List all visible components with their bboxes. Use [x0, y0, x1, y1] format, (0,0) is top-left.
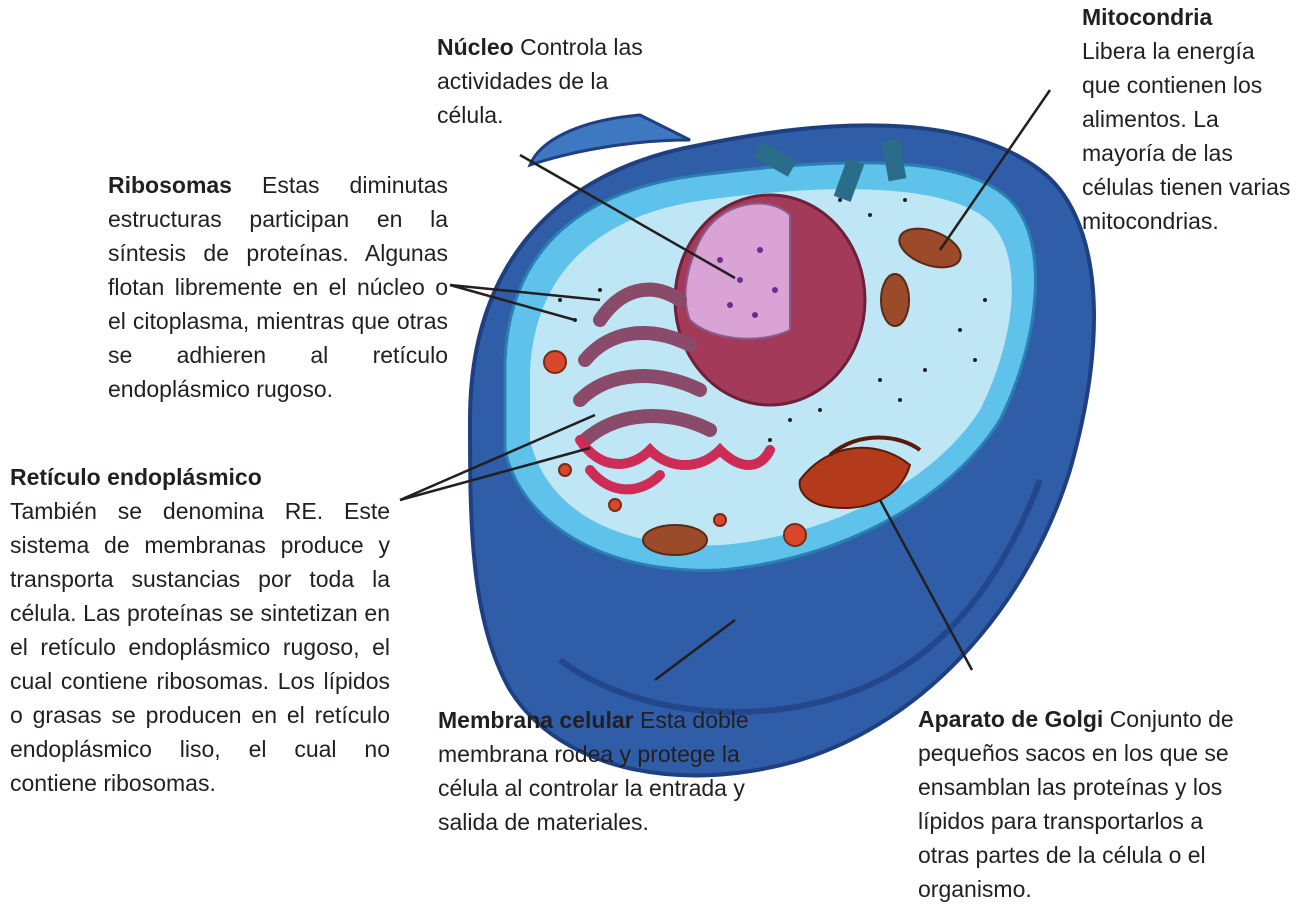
membrana-leader [654, 619, 736, 681]
membrana-text: Esta doble membrana rodea y protege la c… [438, 707, 749, 835]
ribosomas-term: Ribosomas [108, 172, 232, 198]
centrioles [753, 138, 907, 202]
reticulo-leader-1 [399, 413, 596, 502]
mitocondria-term: Mitocondria [1082, 4, 1213, 30]
mitochondria [642, 227, 962, 556]
vesicles [543, 350, 807, 547]
nucleus-cut-face [684, 202, 791, 340]
nucleo-term: Núcleo [437, 34, 514, 60]
reticulo-term: Retículo endoplásmico [10, 464, 262, 490]
nucleo-leader [519, 153, 736, 280]
membrane-extension [527, 113, 691, 168]
leader-lines [399, 89, 1052, 681]
reticulo-leader-2 [399, 446, 591, 502]
ribosomas-leader-1 [449, 283, 601, 302]
golgi-term: Aparato de Golgi [918, 706, 1104, 732]
membrana-term: Membrana celular [438, 707, 634, 733]
nucleo-label: Núcleo Controla las actividades de la cé… [437, 30, 647, 132]
mitocondria-label: Mitocondria Libera la energía que contie… [1082, 0, 1297, 238]
ribosomas-label: Ribosomas Estas diminutas estructuras pa… [108, 168, 448, 406]
golgi-label: Aparato de Golgi Conjunto de pequeños sa… [918, 702, 1258, 906]
ribosomas-leader-2 [449, 283, 576, 322]
smooth-er [575, 435, 775, 495]
membrana-label: Membrana celular Esta doble membrana rod… [438, 703, 788, 839]
membrane-shading [558, 478, 1043, 715]
golgi-text: Conjunto de pequeños sacos en los que se… [918, 706, 1234, 902]
nucleus-texture [717, 247, 778, 318]
nucleo-text: Controla las actividades de la célula. [437, 34, 643, 128]
mitocondria-leader [938, 89, 1052, 251]
golgi-leader [878, 499, 974, 671]
mitocondria-text: Libera la energía que contienen los alim… [1082, 38, 1291, 234]
reticulo-label: Retículo endoplásmico También se denomin… [10, 460, 390, 800]
ribosomas-text: Estas diminutas estructuras participan e… [108, 172, 448, 402]
free-ribosomes [558, 198, 987, 442]
golgi [798, 435, 922, 510]
reticulo-text: También se denomina RE. Este sistema de … [10, 498, 390, 796]
rough-er [573, 282, 717, 447]
